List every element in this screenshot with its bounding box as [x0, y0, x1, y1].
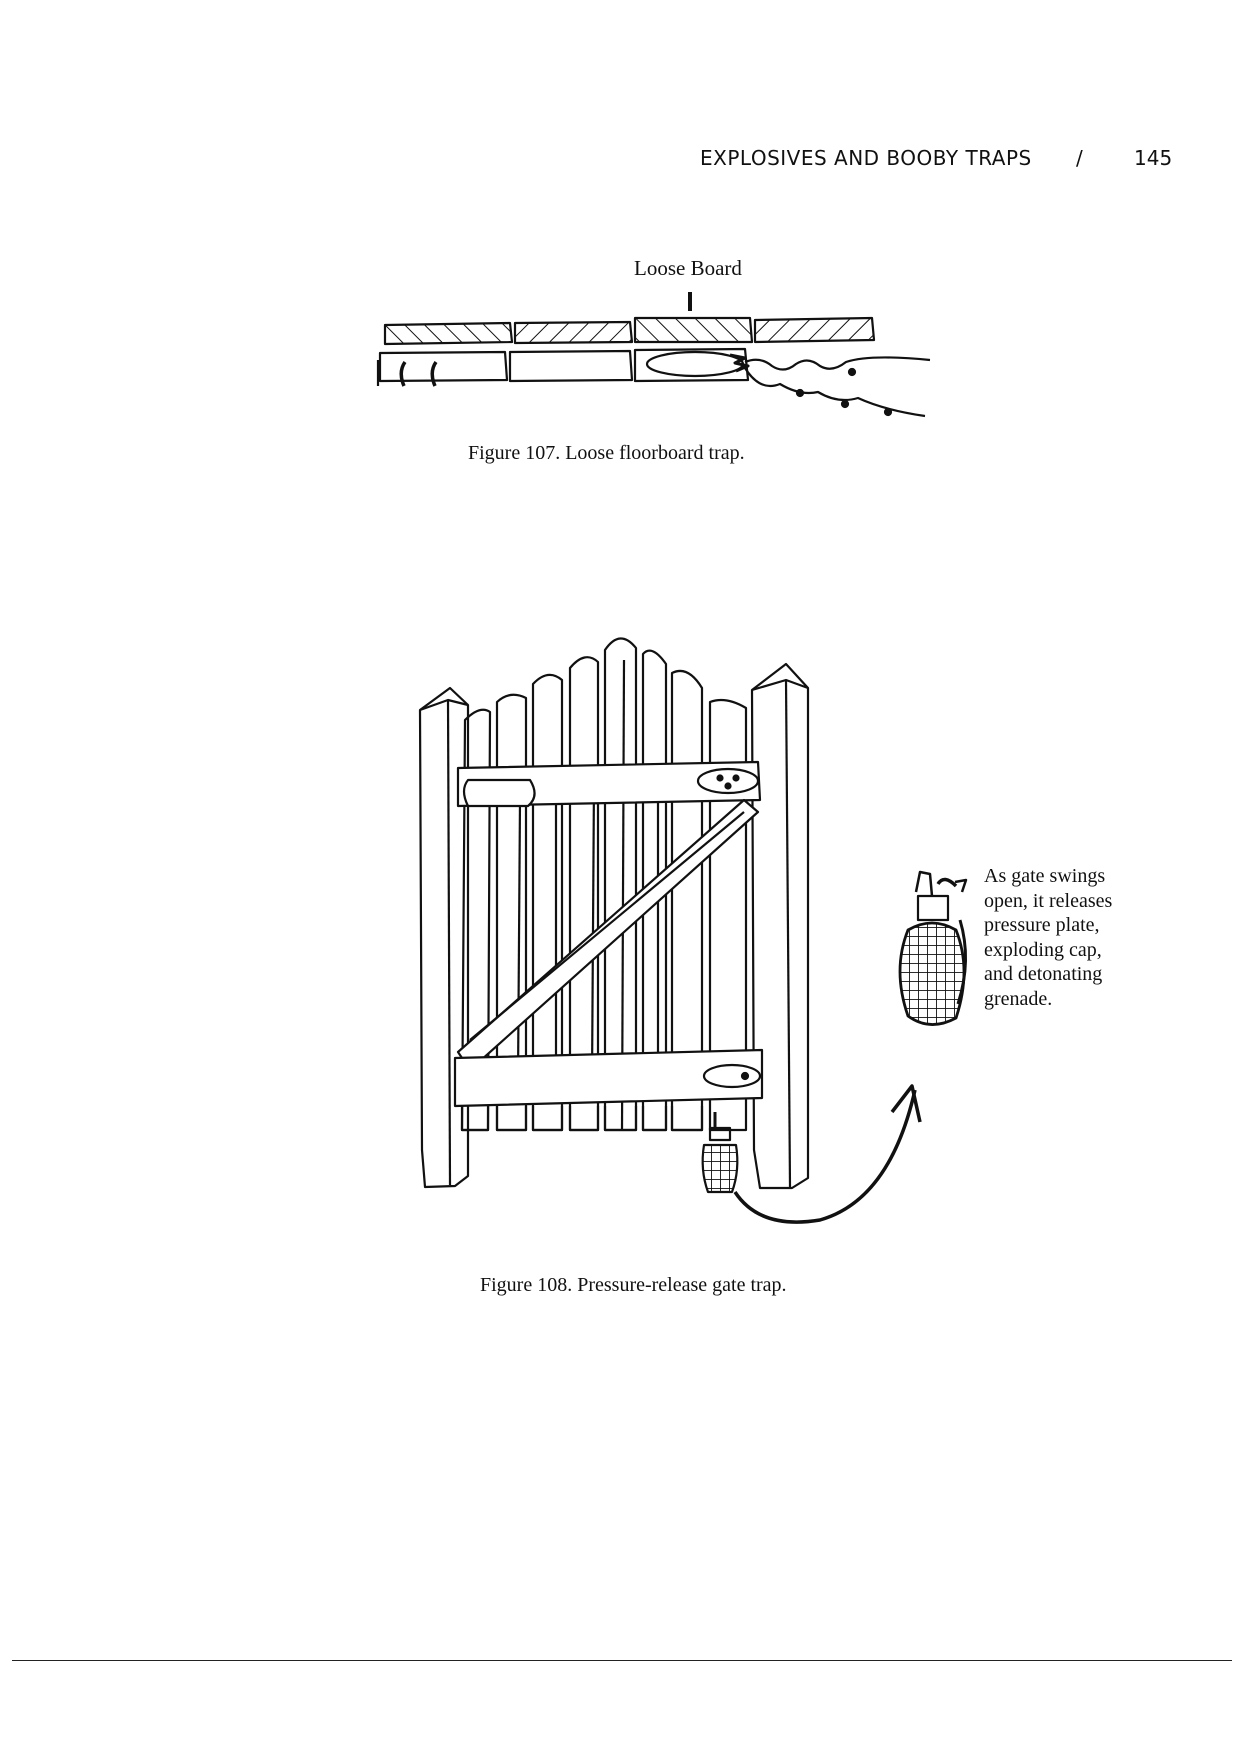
note-line: As gate swings	[984, 864, 1112, 889]
note-line: exploding cap,	[984, 938, 1112, 963]
grenade-icon	[900, 872, 966, 1025]
note-line: open, it releases	[984, 889, 1112, 914]
figure-108-caption: Figure 108. Pressure-release gate trap.	[480, 1274, 787, 1297]
swing-arrow	[735, 1090, 915, 1222]
loose-board	[635, 318, 752, 342]
footer-rule	[12, 1660, 1232, 1661]
floorboard-diagram	[378, 292, 930, 416]
gate-diagram	[420, 638, 966, 1222]
small-grenade-icon	[703, 1145, 738, 1192]
figure-107-caption: Figure 107. Loose floorboard trap.	[468, 442, 745, 465]
note-line: grenade.	[984, 987, 1112, 1012]
note-line: and detonating	[984, 962, 1112, 987]
right-post	[752, 664, 808, 1188]
note-line: pressure plate,	[984, 913, 1112, 938]
left-post	[420, 688, 468, 1187]
gate-trap-note: As gate swings open, it releases pressur…	[984, 864, 1112, 1011]
